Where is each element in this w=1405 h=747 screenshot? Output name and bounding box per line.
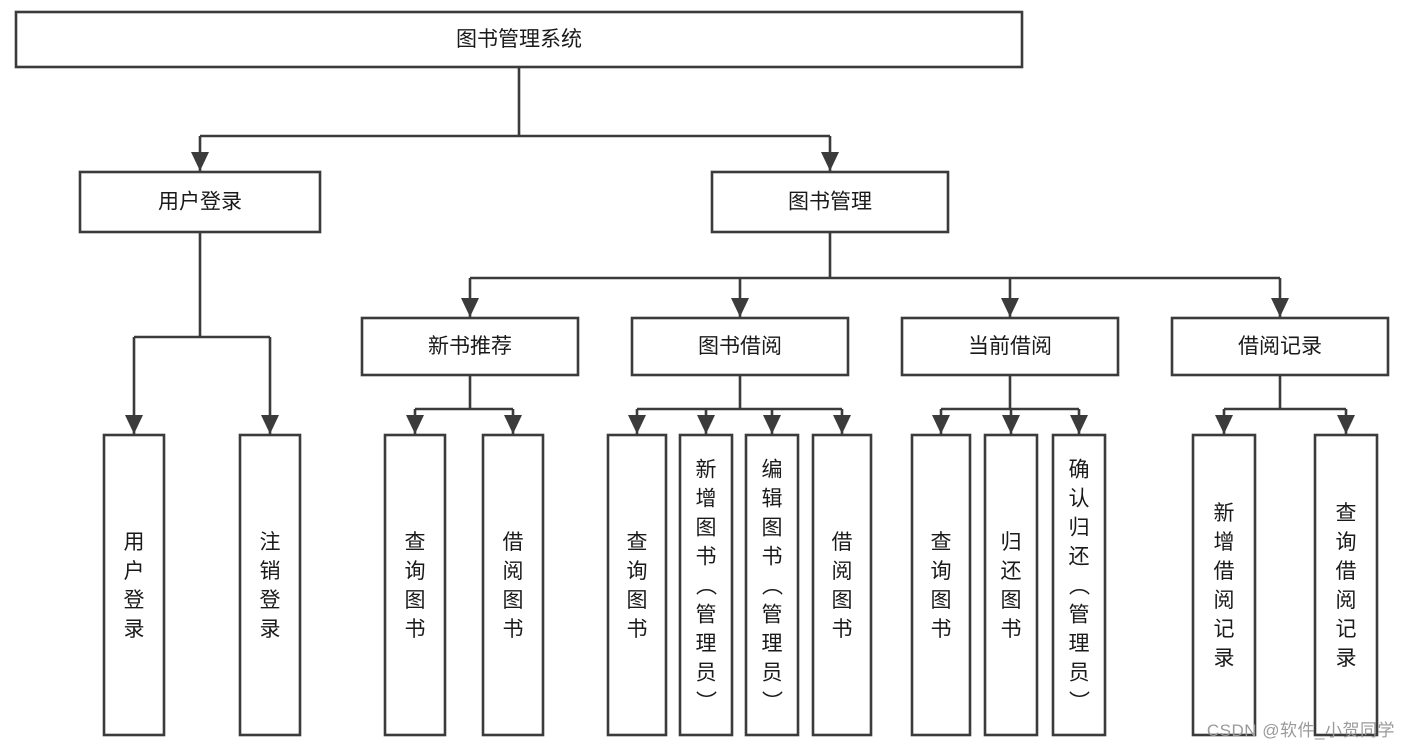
node-label: 借阅图书 (503, 531, 524, 641)
node-box (102, 433, 166, 737)
node-level3-借阅记录-3[interactable]: 借阅记录 (1170, 316, 1390, 377)
node-label: 当前借阅 (968, 335, 1052, 358)
node-leaf-查询图书-2[interactable]: 查询图书 (383, 433, 447, 737)
node-label: 图书管理系统 (456, 28, 582, 51)
node-leaf-编辑图书管理员-6[interactable]: 编辑图书（管理员） (744, 433, 800, 737)
node-leaf-查询图书-8[interactable]: 查询图书 (910, 433, 972, 737)
connectors-layer (125, 67, 1355, 434)
node-label: 确认归还（管理员） (1069, 459, 1091, 714)
node-leaf-借阅图书-3[interactable]: 借阅图书 (481, 433, 545, 737)
node-box (811, 433, 873, 737)
arrow-head-icon (1271, 298, 1289, 317)
arrow-head-icon (406, 415, 424, 434)
node-box (481, 433, 545, 737)
arrow-head-icon (1070, 415, 1088, 434)
node-box (910, 433, 972, 737)
node-label: 借阅图书 (832, 531, 853, 641)
node-box (744, 433, 800, 737)
node-box (1313, 433, 1379, 737)
arrow-head-icon (697, 415, 715, 434)
arrow-head-icon (932, 415, 950, 434)
node-leaf-查询借阅记录-12[interactable]: 查询借阅记录 (1313, 433, 1379, 737)
node-box (14, 10, 1024, 69)
node-box (678, 433, 734, 737)
node-leaf-归还图书-9[interactable]: 归还图书 (983, 433, 1039, 737)
arrow-head-icon (833, 415, 851, 434)
arrow-head-icon (261, 415, 279, 434)
node-leaf-新增图书管理员-5[interactable]: 新增图书（管理员） (678, 433, 734, 737)
node-label: 查询图书 (405, 531, 426, 641)
arrow-head-icon (1215, 415, 1233, 434)
arrow-head-icon (763, 415, 781, 434)
node-leaf-用户登录-0[interactable]: 用户登录 (102, 433, 166, 737)
arrow-head-icon (731, 298, 749, 317)
node-box (900, 316, 1120, 377)
arrow-head-icon (191, 152, 209, 171)
node-label: 新增图书（管理员） (696, 459, 718, 714)
node-label: 借阅记录 (1238, 335, 1322, 358)
node-label: 用户登录 (124, 531, 145, 641)
node-box (360, 316, 580, 377)
arrow-head-icon (821, 152, 839, 171)
node-label: 编辑图书（管理员） (762, 459, 784, 714)
node-level3-新书推荐-0[interactable]: 新书推荐 (360, 316, 580, 377)
arrow-head-icon (1002, 415, 1020, 434)
node-box (1170, 316, 1390, 377)
node-box (238, 433, 302, 737)
arrow-head-icon (1337, 415, 1355, 434)
node-root-图书管理系统-0[interactable]: 图书管理系统 (14, 10, 1024, 69)
node-leaf-查询图书-4[interactable]: 查询图书 (606, 433, 668, 737)
node-box (630, 316, 850, 377)
node-box (1191, 433, 1257, 737)
node-label: 图书管理 (788, 191, 872, 214)
node-label: 用户登录 (158, 191, 242, 214)
node-leaf-确认归还管理员-10[interactable]: 确认归还（管理员） (1051, 433, 1107, 737)
nodes-layer: 图书管理系统用户登录图书管理新书推荐图书借阅当前借阅借阅记录用户登录注销登录查询… (14, 10, 1390, 737)
node-level3-当前借阅-2[interactable]: 当前借阅 (900, 316, 1120, 377)
node-leaf-新增借阅记录-11[interactable]: 新增借阅记录 (1191, 433, 1257, 737)
node-level3-图书借阅-1[interactable]: 图书借阅 (630, 316, 850, 377)
node-label: 查询借阅记录 (1336, 502, 1357, 670)
node-label: 查询图书 (627, 531, 648, 641)
node-box (606, 433, 668, 737)
node-level2-用户登录-0[interactable]: 用户登录 (78, 170, 322, 234)
node-box (78, 170, 322, 234)
node-box (1051, 433, 1107, 737)
arrow-head-icon (125, 415, 143, 434)
arrow-head-icon (1001, 298, 1019, 317)
arrow-head-icon (628, 415, 646, 434)
node-level2-图书管理-1[interactable]: 图书管理 (710, 170, 950, 234)
node-label: 注销登录 (260, 531, 281, 641)
node-label: 图书借阅 (698, 335, 782, 358)
node-box (710, 170, 950, 234)
node-leaf-注销登录-1[interactable]: 注销登录 (238, 433, 302, 737)
node-box (983, 433, 1039, 737)
node-label: 新书推荐 (428, 335, 512, 358)
arrow-head-icon (504, 415, 522, 434)
node-box (383, 433, 447, 737)
arrow-head-icon (461, 298, 479, 317)
node-label: 归还图书 (1001, 531, 1022, 641)
node-label: 查询图书 (931, 531, 952, 641)
node-leaf-借阅图书-7[interactable]: 借阅图书 (811, 433, 873, 737)
node-label: 新增借阅记录 (1214, 502, 1235, 670)
